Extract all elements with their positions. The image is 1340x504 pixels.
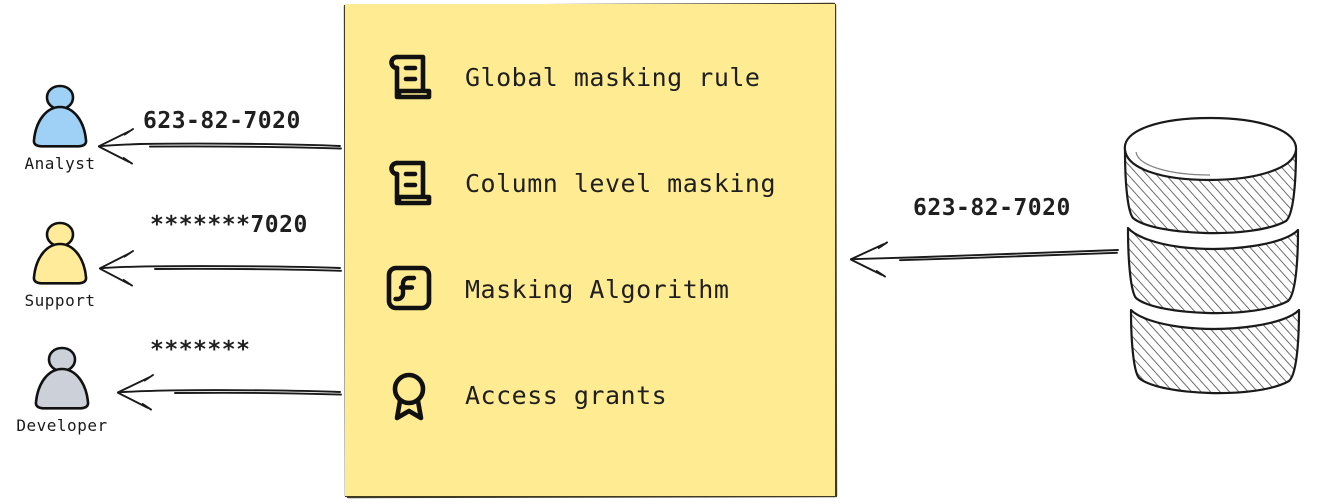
person-icon: [34, 346, 90, 410]
actor-analyst[interactable]: Analyst: [0, 78, 120, 173]
actor-label: Analyst: [24, 154, 96, 173]
arrow-label-source: 623-82-7020: [913, 195, 1071, 221]
function-icon: [386, 265, 432, 311]
policy-item-global-masking-rule[interactable]: Global masking rule: [383, 46, 835, 108]
policy-item-label: Access grants: [465, 380, 668, 410]
policy-item-masking-algorithm[interactable]: Masking Algorithm: [383, 258, 835, 320]
actor-developer[interactable]: Developer: [2, 340, 122, 435]
policy-box: [345, 4, 835, 496]
policy-item-label: Masking Algorithm: [465, 274, 730, 304]
arrow-label-developer: *******: [150, 337, 251, 363]
arrow-from-database: [850, 241, 1119, 278]
policy-item-column-level-masking[interactable]: Column level masking: [383, 152, 835, 214]
arrow-label-support: *******7020: [150, 212, 308, 238]
actor-support[interactable]: Support: [0, 215, 120, 310]
arrow-label-analyst: 623-82-7020: [143, 108, 301, 134]
actor-label: Support: [24, 291, 96, 310]
policy-item-label: Column level masking: [465, 168, 777, 198]
policy-item-list: Global masking rule Column level masking…: [345, 4, 835, 496]
actor-label: Developer: [16, 416, 108, 435]
person-icon: [32, 84, 88, 148]
database-icon: [1123, 116, 1301, 395]
arrow-to-analyst: [98, 128, 342, 165]
scroll-icon: [389, 54, 432, 100]
person-icon: [32, 221, 88, 285]
arrow-to-support: [99, 250, 342, 287]
policy-item-label: Global masking rule: [465, 62, 761, 92]
award-icon: [392, 372, 426, 421]
arrow-to-developer: [117, 374, 342, 411]
scroll-icon: [389, 160, 432, 206]
policy-item-access-grants[interactable]: Access grants: [383, 364, 835, 426]
